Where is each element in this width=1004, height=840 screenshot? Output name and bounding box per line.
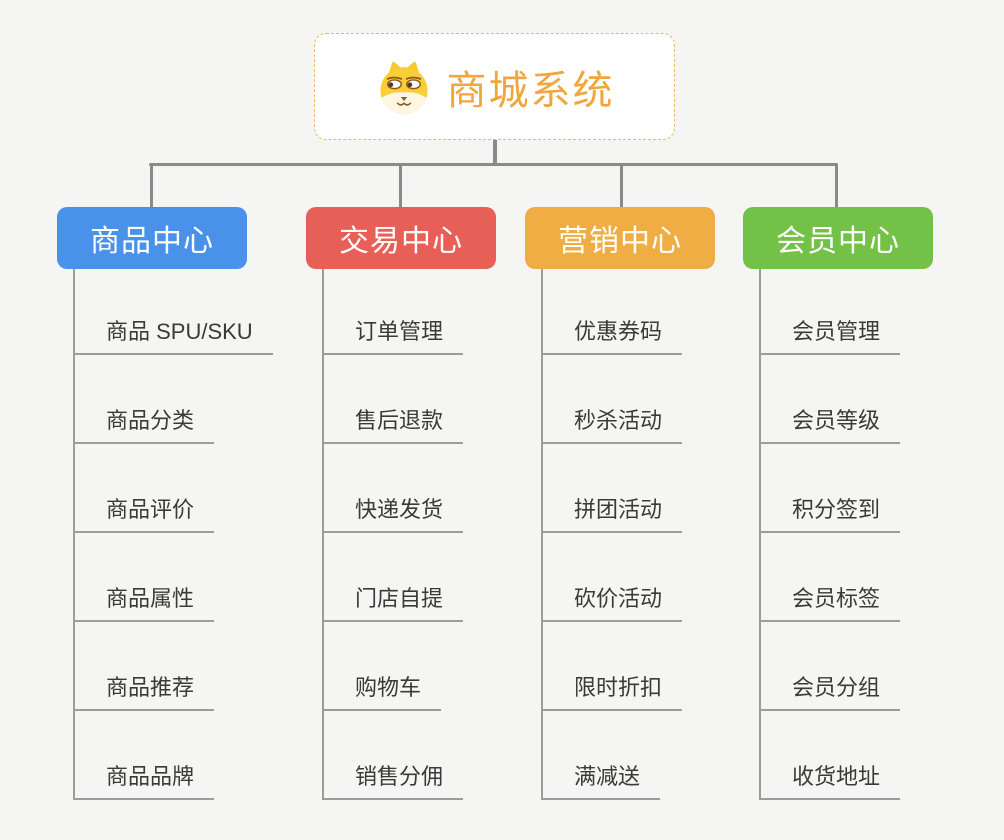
child-node-label: 会员管理 — [792, 319, 881, 344]
branch-header-marketing-center[interactable]: 营销中心 — [525, 207, 715, 269]
branch-children-trade-center: 订单管理 售后退款 快递发货 门店自提 购物车 销售分佣 — [322, 269, 464, 800]
child-node-label: 销售分佣 — [355, 764, 444, 789]
connector-drop-marketing — [620, 165, 623, 208]
child-node-label: 订单管理 — [355, 319, 444, 344]
child-node[interactable]: 会员管理 — [761, 269, 901, 355]
branch-member-center: 会员中心 会员管理 会员等级 积分签到 会员标签 会员分组 收货地址 — [743, 207, 993, 800]
child-node-label: 满减送 — [574, 764, 641, 789]
child-node-label: 限时折扣 — [574, 675, 663, 700]
child-node-label: 优惠券码 — [574, 319, 663, 344]
child-node-label: 商品 SPU/SKU — [106, 319, 253, 344]
child-node-label: 售后退款 — [355, 408, 444, 433]
child-node[interactable]: 会员标签 — [761, 533, 901, 622]
connector-horizontal-rail — [149, 163, 838, 166]
connector-drop-product — [150, 165, 153, 208]
child-node[interactable]: 商品属性 — [75, 533, 215, 622]
child-node-label: 会员分组 — [792, 675, 881, 700]
branch-header-member-center[interactable]: 会员中心 — [743, 207, 933, 269]
connector-drop-member — [835, 165, 838, 208]
child-node-label: 快递发货 — [355, 497, 444, 522]
child-node[interactable]: 满减送 — [543, 711, 661, 800]
child-node-label: 拼团活动 — [574, 497, 663, 522]
child-node-label: 秒杀活动 — [574, 408, 663, 433]
child-node[interactable]: 限时折扣 — [543, 622, 683, 711]
shiba-dog-icon — [379, 61, 428, 114]
child-node-label: 砍价活动 — [574, 586, 663, 611]
child-node[interactable]: 商品 SPU/SKU — [75, 269, 273, 355]
child-node-label: 商品分类 — [106, 408, 195, 433]
branch-children-marketing-center: 优惠券码 秒杀活动 拼团活动 砍价活动 限时折扣 满减送 — [541, 269, 683, 800]
root-title: 商城系统 — [446, 68, 615, 113]
connector-drop-trade — [399, 165, 402, 208]
connector-root-stem — [493, 140, 497, 165]
child-node[interactable]: 秒杀活动 — [543, 355, 683, 444]
child-node-label: 购物车 — [355, 675, 422, 700]
child-node-label: 会员等级 — [792, 408, 881, 433]
child-node[interactable]: 销售分佣 — [324, 711, 464, 800]
child-node[interactable]: 商品分类 — [75, 355, 215, 444]
child-node-label: 商品推荐 — [106, 675, 195, 700]
child-node[interactable]: 会员等级 — [761, 355, 901, 444]
child-node-label: 积分签到 — [792, 497, 881, 522]
root-node[interactable]: 商城系统 — [314, 33, 675, 140]
child-node[interactable]: 优惠券码 — [543, 269, 683, 355]
branch-children-product-center: 商品 SPU/SKU 商品分类 商品评价 商品属性 商品推荐 商品品牌 — [73, 269, 273, 800]
child-node[interactable]: 会员分组 — [761, 622, 901, 711]
child-node[interactable]: 门店自提 — [324, 533, 464, 622]
child-node[interactable]: 快递发货 — [324, 444, 464, 533]
child-node-label: 商品评价 — [106, 497, 195, 522]
child-node[interactable]: 积分签到 — [761, 444, 901, 533]
child-node[interactable]: 商品品牌 — [75, 711, 215, 800]
child-node[interactable]: 售后退款 — [324, 355, 464, 444]
branch-trade-center: 交易中心 订单管理 售后退款 快递发货 门店自提 购物车 销售分佣 — [306, 207, 556, 800]
child-node-label: 会员标签 — [792, 586, 881, 611]
branch-product-center: 商品中心 商品 SPU/SKU 商品分类 商品评价 商品属性 商品推荐 商品品牌 — [57, 207, 307, 800]
branch-children-member-center: 会员管理 会员等级 积分签到 会员标签 会员分组 收货地址 — [759, 269, 901, 800]
child-node-label: 门店自提 — [355, 586, 444, 611]
branch-marketing-center: 营销中心 优惠券码 秒杀活动 拼团活动 砍价活动 限时折扣 满减送 — [525, 207, 775, 800]
child-node-label: 商品品牌 — [106, 764, 195, 789]
child-node[interactable]: 商品评价 — [75, 444, 215, 533]
child-node-label: 商品属性 — [106, 586, 195, 611]
child-node[interactable]: 商品推荐 — [75, 622, 215, 711]
child-node[interactable]: 订单管理 — [324, 269, 464, 355]
branch-header-trade-center[interactable]: 交易中心 — [306, 207, 496, 269]
child-node-label: 收货地址 — [792, 764, 881, 789]
branch-header-product-center[interactable]: 商品中心 — [57, 207, 247, 269]
child-node[interactable]: 收货地址 — [761, 711, 901, 800]
child-node[interactable]: 砍价活动 — [543, 533, 683, 622]
child-node[interactable]: 购物车 — [324, 622, 442, 711]
child-node[interactable]: 拼团活动 — [543, 444, 683, 533]
